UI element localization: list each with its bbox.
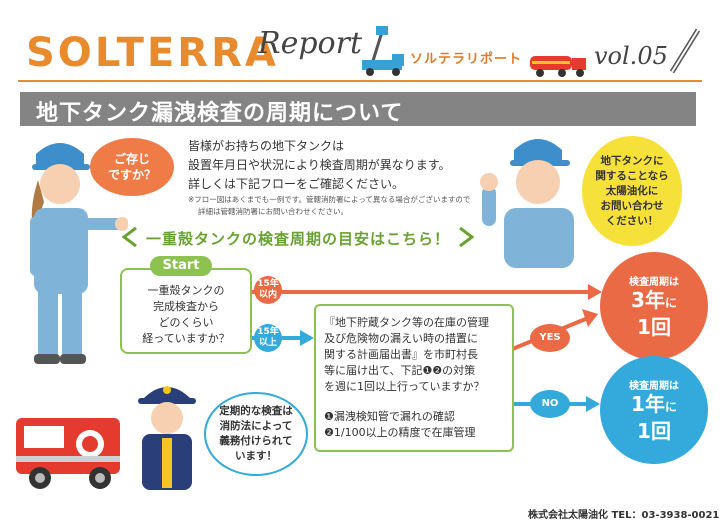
result-3-suffix: に [664,296,677,310]
bubble-contact-us: 地下タンクに 関することなら 太陽油化に お問い合わせ ください！ [582,136,682,246]
result-3-times: 1回 [637,315,671,339]
result-3-years: 検査周期は 3年に 1回 [600,252,708,360]
tag-over-15-line1: 15年 [257,327,279,337]
volume-label: vol.05 [594,42,668,70]
banner-brackets [122,226,474,248]
tag-within-15-line1: 15年 [257,279,279,289]
header-rule [18,80,702,82]
result-1-num: 1年 [631,392,665,416]
start-line-2: 完成検査から [153,300,219,313]
tanker-truck-illustration [530,56,586,77]
intro-note-1: ※フロー図はあくまでも一例です。管轄消防署によって異なる場合がございますので [188,195,471,204]
subtitle: ソルテラリポート [410,52,523,67]
firefighter-illustration [138,386,196,490]
plan-line-3: 関する計画届出書』を市町村長 [324,348,478,361]
pencil-icon [669,28,701,74]
bubble-legal-line1: 定期的な検査は [219,405,293,417]
start-line-1: 一重殻タンクの [147,284,225,297]
flow-banner: 一重殻タンクの検査周期の目安はこちら！ [146,230,451,248]
bubble-contact-line3: 太陽油化に [605,184,659,197]
title-bar [20,92,696,126]
tag-over-15-years: 15年 以上 [254,324,282,352]
bubble-contact-line1: 地下タンクに [600,154,664,167]
intro-note-2: 詳細は管轄消防署にお問い合わせください。 [198,207,348,216]
tag-yes: YES [530,324,570,352]
result-1-times: 1回 [637,419,671,443]
tag-within-15-line2: 以内 [258,290,277,300]
bubble-legal-obligation: 定期的な検査は 消防法によって 義務付けられて います！ [204,392,308,476]
result-3-num: 3年 [631,288,665,312]
plan-line-2: 及び危険物の漏えい時の措置に [324,332,478,345]
intro-line-1: 皆様がお持ちの地下タンクは [188,139,345,153]
plan-line-4: 等に届け出て、下記❶❷の対策 [324,364,476,377]
tag-over-15-line2: 以上 [258,338,277,348]
tag-no: NO [530,390,570,418]
start-tab: Start [150,256,212,276]
worker-woman-illustration [30,143,128,364]
bubble-contact-line5: ください！ [605,214,659,227]
result-3-label: 検査周期は [629,277,679,288]
plan-notification-box [314,304,514,452]
plan-line-5: を週に1回以上行っていますか？ [324,380,485,393]
bubble-contact-line4: お問い合わせ [600,199,664,212]
worker-man-illustration [480,139,574,268]
bubble-do-you-know: ご存じ ですか？ [90,138,174,196]
result-1-label: 検査周期は [629,381,679,392]
intro-line-3: 詳しくは下記フローをご確認ください。 [188,177,405,191]
tag-within-15-years: 15年 以内 [254,276,282,304]
bubble-contact-line2: 関することなら [595,169,669,182]
plan-line-1: 『地下貯蔵タンク等の在庫の管理 [324,316,489,329]
bubble-legal-line2: 消防法によって [219,420,293,432]
countermeasure-2: ❷1/100以上の精度で在庫管理 [324,426,476,439]
bubble-legal-line4: います！ [235,450,277,462]
bubble-do-you-know-line1: ご存じ [113,152,150,166]
brand-logo: SOLTERRA [26,30,279,76]
page-title: 地下タンク漏洩検査の周期について [36,101,404,126]
company-footer: 株式会社太陽油化 TEL：03-3938-0021 [528,510,720,521]
intro-line-2: 設置年月日や状況により検査周期が異なります。 [188,158,451,172]
bubble-legal-line3: 義務付けられて [219,435,293,447]
bubble-do-you-know-line2: ですか？ [107,168,156,182]
start-line-3: どのくらい [158,316,214,329]
result-1-suffix: に [664,400,677,414]
countermeasure-1: ❶漏洩検知管で漏れの確認 [324,410,455,423]
start-line-4: 経っていますか？ [142,332,230,345]
fire-truck-illustration [16,418,120,489]
crane-truck-illustration [362,26,404,76]
result-1-year: 検査周期は 1年に 1回 [600,356,708,464]
report-word: Report [258,26,363,61]
